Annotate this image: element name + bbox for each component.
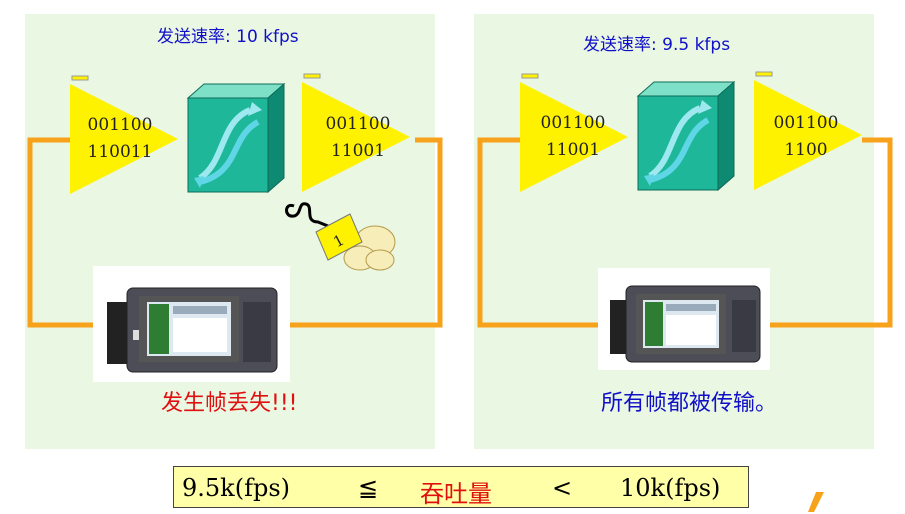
- left-frame-buffer-1-tab: [71, 75, 89, 81]
- bits-line: 001100: [87, 115, 153, 135]
- left-switch-cube: [186, 82, 286, 194]
- formula-lt: <: [552, 474, 573, 502]
- bits-line: 110011: [87, 142, 153, 162]
- formula-label: 吞吐量: [420, 480, 492, 508]
- formula-low: 9.5k(fps): [182, 474, 290, 502]
- right-switch-cube: [636, 80, 736, 192]
- bits-line: 11001: [330, 141, 386, 161]
- right-frame-buffer-1-bits: 001100 11001: [525, 110, 621, 164]
- right-caption: 所有帧都被传输。: [601, 391, 778, 416]
- left-frame-buffer-2-tab: [303, 73, 321, 79]
- dropped-frame-icon: [315, 213, 363, 261]
- left-rate-label: 发送速率: 10 kfps: [157, 27, 299, 47]
- right-rate-label: 发送速率: 9.5 kfps: [583, 35, 731, 55]
- bits-line: 001100: [540, 113, 606, 133]
- left-frame-buffer-2-bits: 001100 11001: [310, 111, 406, 165]
- throughput-formula: 9.5k(fps) ≦ 吞吐量 < 10k(fps): [173, 466, 749, 508]
- right-frame-buffer-2-bits: 001100 1100: [758, 110, 854, 164]
- bits-line: 11001: [545, 140, 601, 160]
- right-frame-buffer-1-tab: [521, 73, 539, 79]
- formula-le: ≦: [358, 474, 379, 502]
- bits-line: 001100: [325, 114, 391, 134]
- squiggle-icon: [285, 202, 329, 228]
- right-tester-device: [598, 268, 770, 370]
- left-caption: 发生帧丢失!!!: [161, 391, 298, 416]
- right-frame-buffer-2-tab: [755, 71, 773, 77]
- left-tester-device: [93, 266, 290, 382]
- dropped-frame-graphic: [285, 202, 396, 271]
- corner-mark-icon: [808, 492, 824, 512]
- formula-high: 10k(fps): [620, 474, 721, 502]
- bits-line: 1100: [784, 140, 828, 160]
- left-frame-buffer-1-bits: 001100 110011: [72, 112, 168, 166]
- bits-line: 001100: [773, 113, 839, 133]
